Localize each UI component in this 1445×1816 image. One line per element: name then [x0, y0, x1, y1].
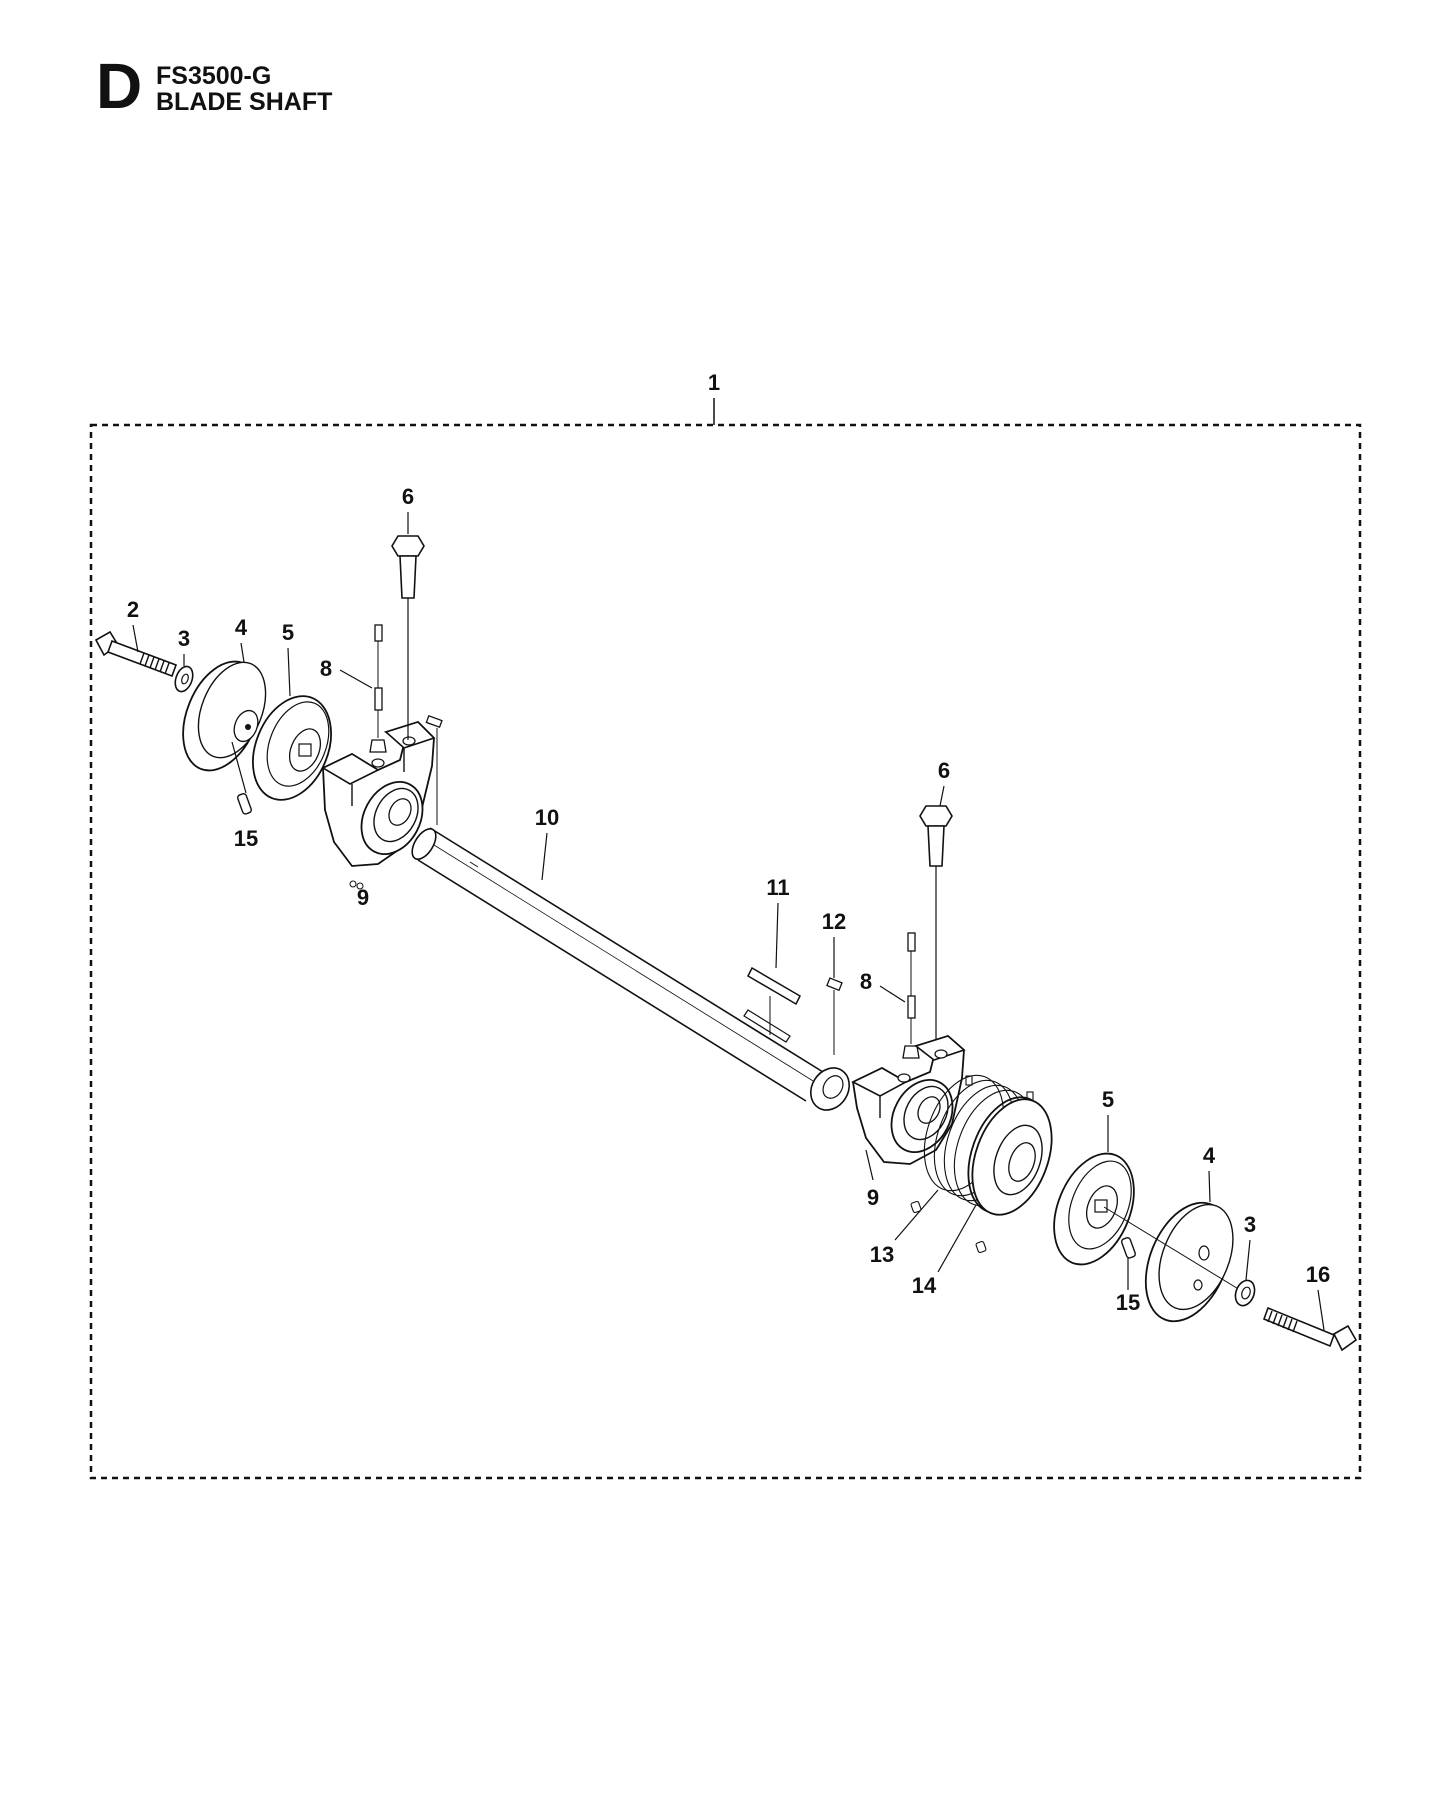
section-letter: D [96, 50, 143, 122]
pin-right [1120, 1237, 1136, 1259]
callout-6-left: 6 [402, 484, 414, 509]
model-code: FS3500-G [156, 62, 272, 90]
callout-8-right: 8 [860, 969, 872, 994]
assembly-frame [89, 423, 1362, 1480]
callout-13: 13 [870, 1242, 894, 1267]
key-long [747, 966, 801, 1035]
callout-4-right: 4 [1203, 1143, 1216, 1168]
washer-right [1234, 1279, 1256, 1307]
pulley [923, 1074, 1053, 1216]
callout-12: 12 [822, 909, 846, 934]
set-screws [910, 1075, 1034, 1254]
shaft [411, 827, 851, 1111]
flange-inner-left [252, 695, 332, 801]
callout-11: 11 [766, 875, 789, 900]
callouts: 2 3 4 5 6 8 9 15 10 11 12 6 8 9 13 14 5 [127, 484, 1330, 1331]
callout-3-right: 3 [1244, 1212, 1256, 1237]
bearing-right [851, 1034, 966, 1165]
flange-outer-right [1103, 1201, 1241, 1323]
callout-10: 10 [535, 805, 559, 830]
callout-15-left: 15 [234, 826, 258, 851]
key-left [425, 715, 443, 825]
callout-3-left: 3 [178, 626, 190, 651]
callout-1: 1 [708, 370, 720, 395]
callout-8-left: 8 [320, 656, 332, 681]
grease-nipple-left [369, 624, 387, 753]
callout-6-right: 6 [938, 758, 950, 783]
grease-nipple-right [902, 932, 920, 1059]
callout-9-left: 9 [357, 885, 369, 910]
flange-outer-left [182, 660, 267, 772]
bolt-top-right [919, 805, 953, 1045]
callout-5-right: 5 [1102, 1087, 1114, 1112]
key-short [826, 977, 843, 1055]
bearing-left [321, 720, 436, 890]
callout-16: 16 [1306, 1262, 1330, 1287]
flange-inner-right [1053, 1152, 1135, 1266]
assembly-group: 1 [89, 370, 1362, 1480]
callout-4-left: 4 [235, 615, 248, 640]
section-title: BLADE SHAFT [156, 88, 333, 116]
bolt-top-left [391, 535, 425, 740]
washer-left [174, 665, 194, 693]
callout-2: 2 [127, 597, 139, 622]
pin-left [231, 741, 252, 815]
bolt-left [94, 630, 178, 678]
callout-5-left: 5 [282, 620, 294, 645]
callout-14: 14 [912, 1273, 937, 1298]
callout-15-right: 15 [1116, 1290, 1140, 1315]
callout-9-right: 9 [867, 1185, 879, 1210]
bolt-right [1262, 1306, 1358, 1352]
